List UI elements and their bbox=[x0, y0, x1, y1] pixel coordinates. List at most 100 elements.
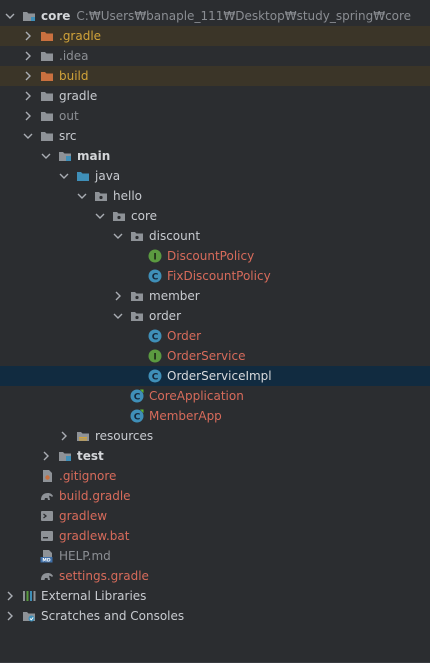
folder-icon bbox=[40, 89, 54, 103]
file-label: DiscountPolicy bbox=[167, 249, 255, 263]
chevron-down-icon[interactable] bbox=[112, 306, 124, 326]
package-icon bbox=[130, 309, 144, 323]
tree-row-main[interactable]: main bbox=[0, 146, 430, 166]
tree-row-core-package[interactable]: core bbox=[0, 206, 430, 226]
source-set-folder-icon bbox=[58, 149, 72, 163]
tree-row-src[interactable]: src bbox=[0, 126, 430, 146]
svg-text:MD: MD bbox=[42, 558, 50, 563]
tree-row-test[interactable]: test bbox=[0, 446, 430, 466]
folder-label: src bbox=[59, 129, 77, 143]
tree-row-gradle-hidden[interactable]: .gradle bbox=[0, 26, 430, 46]
tree-row-gitignore[interactable]: .gitignore bbox=[0, 466, 430, 486]
tree-row-order-service[interactable]: I OrderService bbox=[0, 346, 430, 366]
package-label: discount bbox=[149, 229, 201, 243]
svg-text:C: C bbox=[134, 413, 141, 423]
svg-text:C: C bbox=[152, 333, 159, 343]
svg-text:C: C bbox=[152, 273, 159, 283]
project-name: core C:₩Users₩banaple_111₩Desktop₩study_s… bbox=[41, 6, 411, 26]
tree-row-discount[interactable]: discount bbox=[0, 226, 430, 246]
tree-row-external-libraries[interactable]: External Libraries bbox=[0, 586, 430, 606]
batch-file-icon bbox=[40, 529, 54, 543]
tree-row-resources[interactable]: resources bbox=[0, 426, 430, 446]
project-path: C:₩Users₩banaple_111₩Desktop₩study_sprin… bbox=[76, 9, 412, 23]
shell-script-icon bbox=[40, 509, 54, 523]
tree-row-hello[interactable]: hello bbox=[0, 186, 430, 206]
tree-row-order-service-impl[interactable]: C OrderServiceImpl bbox=[0, 366, 430, 386]
markdown-file-icon: MD bbox=[40, 549, 54, 563]
file-label: .gitignore bbox=[59, 469, 117, 483]
class-icon: C bbox=[148, 329, 162, 343]
chevron-down-icon[interactable] bbox=[76, 186, 88, 206]
tree-row-gradle[interactable]: gradle bbox=[0, 86, 430, 106]
chevron-down-icon[interactable] bbox=[22, 126, 34, 146]
package-label: member bbox=[149, 289, 200, 303]
chevron-right-icon[interactable] bbox=[22, 86, 34, 106]
tree-row-settings-gradle[interactable]: settings.gradle bbox=[0, 566, 430, 586]
folder-label: .idea bbox=[59, 49, 89, 63]
spring-boot-class-icon: C bbox=[130, 389, 144, 403]
svg-text:C: C bbox=[134, 393, 141, 403]
file-label: MemberApp bbox=[149, 409, 222, 423]
runnable-class-icon: C bbox=[130, 409, 144, 423]
source-root-folder-icon bbox=[76, 169, 90, 183]
tree-row-gradlew[interactable]: gradlew bbox=[0, 506, 430, 526]
tree-row-discount-policy[interactable]: I DiscountPolicy bbox=[0, 246, 430, 266]
resources-folder-icon bbox=[76, 429, 90, 443]
chevron-right-icon[interactable] bbox=[22, 46, 34, 66]
chevron-down-icon[interactable] bbox=[58, 166, 70, 186]
chevron-right-icon[interactable] bbox=[22, 26, 34, 46]
chevron-right-icon[interactable] bbox=[112, 286, 124, 306]
tree-row-build[interactable]: build bbox=[0, 66, 430, 86]
gitignore-file-icon bbox=[40, 469, 54, 483]
svg-text:C: C bbox=[152, 373, 159, 383]
package-label: order bbox=[149, 309, 181, 323]
file-label: gradlew bbox=[59, 509, 108, 523]
file-label: gradlew.bat bbox=[59, 529, 130, 543]
package-label: core bbox=[131, 209, 157, 223]
file-label: OrderService bbox=[167, 349, 246, 363]
chevron-down-icon[interactable] bbox=[40, 146, 52, 166]
chevron-down-icon[interactable] bbox=[112, 226, 124, 246]
svg-text:I: I bbox=[153, 253, 156, 263]
excluded-folder-icon bbox=[40, 69, 54, 83]
class-icon: C bbox=[148, 369, 162, 383]
tree-row-idea[interactable]: .idea bbox=[0, 46, 430, 66]
file-label: build.gradle bbox=[59, 489, 131, 503]
folder-label: test bbox=[77, 449, 104, 463]
folder-label: main bbox=[77, 149, 111, 163]
tree-row-core-root[interactable]: core C:₩Users₩banaple_111₩Desktop₩study_s… bbox=[0, 6, 430, 26]
chevron-right-icon[interactable] bbox=[22, 66, 34, 86]
tree-row-fix-discount-policy[interactable]: C FixDiscountPolicy bbox=[0, 266, 430, 286]
chevron-down-icon[interactable] bbox=[4, 6, 16, 26]
tree-row-member[interactable]: member bbox=[0, 286, 430, 306]
gradle-icon bbox=[40, 489, 54, 503]
tree-row-order-package[interactable]: order bbox=[0, 306, 430, 326]
file-label: CoreApplication bbox=[149, 389, 244, 403]
chevron-right-icon[interactable] bbox=[22, 106, 34, 126]
chevron-right-icon[interactable] bbox=[4, 606, 16, 626]
tree-row-member-app[interactable]: C MemberApp bbox=[0, 406, 430, 426]
file-label: HELP.md bbox=[59, 549, 111, 563]
tree-row-java[interactable]: java bbox=[0, 166, 430, 186]
tree-node-label: Scratches and Consoles bbox=[41, 609, 185, 623]
folder-icon bbox=[40, 129, 54, 143]
package-icon bbox=[94, 189, 108, 203]
project-name-text: core bbox=[41, 9, 71, 23]
chevron-down-icon[interactable] bbox=[94, 206, 106, 226]
library-icon bbox=[22, 589, 36, 603]
module-folder-icon bbox=[22, 9, 36, 23]
gradle-icon bbox=[40, 569, 54, 583]
tree-row-gradlew-bat[interactable]: gradlew.bat bbox=[0, 526, 430, 546]
tree-row-order-class[interactable]: C Order bbox=[0, 326, 430, 346]
tree-row-build-gradle[interactable]: build.gradle bbox=[0, 486, 430, 506]
tree-row-core-application[interactable]: C CoreApplication bbox=[0, 386, 430, 406]
tree-row-scratches[interactable]: Scratches and Consoles bbox=[0, 606, 430, 626]
chevron-right-icon[interactable] bbox=[58, 426, 70, 446]
file-label: OrderServiceImpl bbox=[167, 369, 272, 383]
folder-label: out bbox=[59, 109, 79, 123]
file-label: FixDiscountPolicy bbox=[167, 269, 271, 283]
chevron-right-icon[interactable] bbox=[4, 586, 16, 606]
chevron-right-icon[interactable] bbox=[40, 446, 52, 466]
tree-row-out[interactable]: out bbox=[0, 106, 430, 126]
tree-row-help-md[interactable]: MD HELP.md bbox=[0, 546, 430, 566]
